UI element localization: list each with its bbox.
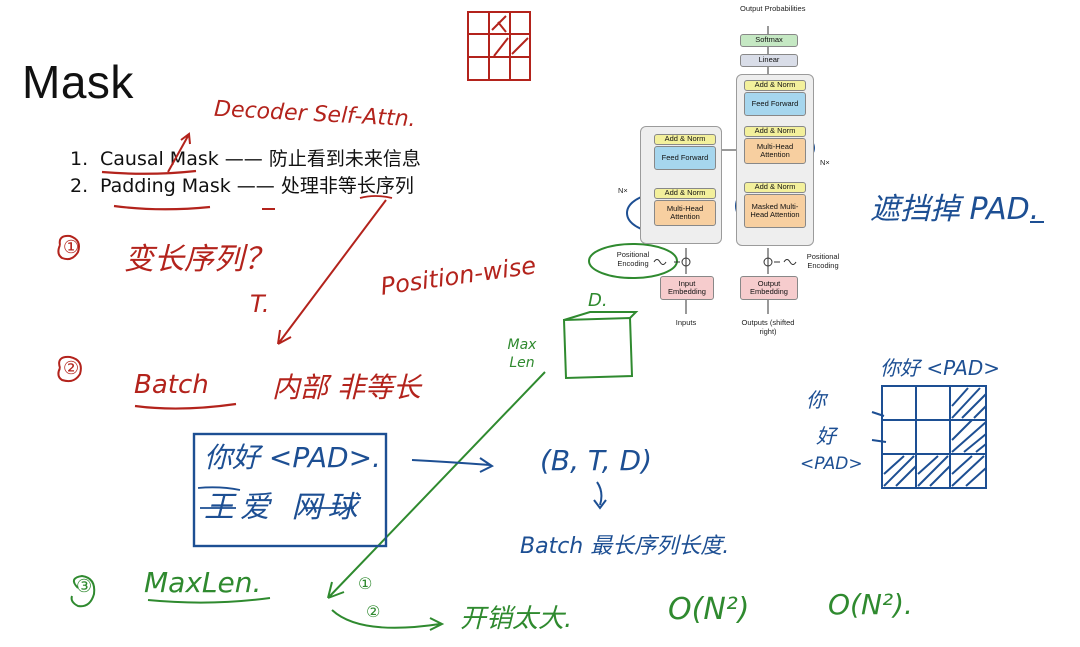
block-softmax: Softmax — [740, 34, 798, 47]
note-item1-circle: ① — [63, 237, 80, 258]
circle-positional-input — [588, 243, 678, 279]
encoder-feed-forward: Feed Forward — [654, 146, 716, 170]
note-batch-max-len: Batch 最长序列长度. — [520, 534, 730, 559]
arrow-cost — [331, 609, 445, 631]
note-batch-inner: 内部 非等长 — [272, 371, 421, 404]
note-item2-circle: ② — [63, 358, 80, 379]
block-linear: Linear — [740, 54, 798, 67]
note-t-label: T. — [250, 290, 270, 318]
underline-non-equal — [359, 195, 393, 199]
underline-padding — [113, 204, 211, 211]
example-batch-box — [192, 432, 388, 548]
decoder-add-norm-2: Add & Norm — [744, 126, 806, 137]
decoder-add-norm-1: Add & Norm — [744, 182, 806, 193]
matrix-row-3: <PAD> — [800, 454, 863, 474]
sketch-grid — [467, 11, 531, 81]
encoder-add-norm-2: Add & Norm — [654, 134, 716, 145]
label-inputs: Inputs — [675, 318, 697, 327]
arrow-maxlen — [327, 371, 546, 599]
tensor-sketch — [562, 311, 639, 380]
mask-type-list: 1.Causal Mask —— 防止看到未来信息 2.Padding Mask… — [70, 146, 421, 200]
decoder-masked-multi-head-attention: Masked Multi-Head Attention — [744, 194, 806, 228]
arrow-to-shape — [411, 457, 494, 473]
encoder-add-norm-1: Add & Norm — [654, 188, 716, 199]
label-decoder-nx: N× — [820, 158, 830, 167]
note-maxlen: MaxLen. — [144, 566, 262, 599]
block-input-embedding: Input Embedding — [660, 276, 714, 300]
block-output-embedding: Output Embedding — [740, 276, 798, 300]
attention-mask-matrix — [871, 385, 987, 489]
encoder-multi-head-attention: Multi-Head Attention — [654, 200, 716, 226]
box-line-2: 王爱 网球 — [204, 490, 364, 525]
label-output-probabilities: Output Probabilities — [740, 4, 806, 13]
underline-causal — [101, 169, 197, 175]
matrix-row-2: 好 — [816, 424, 836, 448]
decoder-multi-head-attention: Multi-Head Attention — [744, 138, 806, 164]
desc-causal: 防止看到未来信息 — [268, 148, 421, 170]
decoder-feed-forward: Feed Forward — [744, 92, 806, 116]
list-item-padding: 2.Padding Mask —— 处理非等长序列 — [70, 175, 414, 197]
note-item3-circle: ③ — [76, 576, 93, 597]
arrow-to-batch — [277, 199, 387, 345]
label-outputs: Outputs (shifted right) — [741, 318, 795, 336]
note-max-len: Max Len — [507, 337, 537, 371]
list-item-causal: 1.Causal Mask —— 防止看到未来信息 — [70, 148, 421, 170]
note-sub-2: ② — [366, 602, 381, 621]
box-line-1: 你好 <PAD>. — [204, 441, 381, 474]
label-encoder-nx: N× — [618, 186, 628, 195]
label-positional-encoding-output: Positional Encoding — [806, 252, 840, 270]
note-sub-1: ① — [358, 574, 373, 593]
matrix-top-label: 你好 <PAD> — [880, 356, 1001, 380]
decoder-add-norm-3: Add & Norm — [744, 80, 806, 91]
arrow-shape-down — [593, 481, 607, 510]
note-cost-too-high: 开销太大. — [460, 604, 573, 634]
note-on2-a: O(N²) — [668, 592, 750, 627]
arrow-to-decoder — [167, 132, 191, 173]
matrix-row-1: 你 — [806, 388, 826, 412]
note-batch: Batch — [134, 370, 209, 400]
note-variable-length: 变长序列？ — [124, 242, 274, 277]
term-padding-mask: Padding Mask — [100, 175, 231, 197]
note-mask-pad: 遮挡掉 PAD. — [870, 192, 1040, 227]
note-d-label: D. — [588, 290, 608, 311]
label-positional-encoding-input: Positional Encoding — [616, 250, 650, 268]
underline-batch — [134, 402, 237, 410]
note-on2-b: O(N²). — [828, 588, 913, 621]
note-shape-btd: (B, T, D) — [540, 444, 652, 477]
desc-padding: 处理非等长序列 — [280, 175, 414, 197]
transformer-diagram: Output Probabilities Softmax Linear Add … — [600, 0, 860, 340]
slide-title: Mask — [22, 56, 134, 108]
term-causal-mask: Causal Mask — [100, 148, 219, 170]
